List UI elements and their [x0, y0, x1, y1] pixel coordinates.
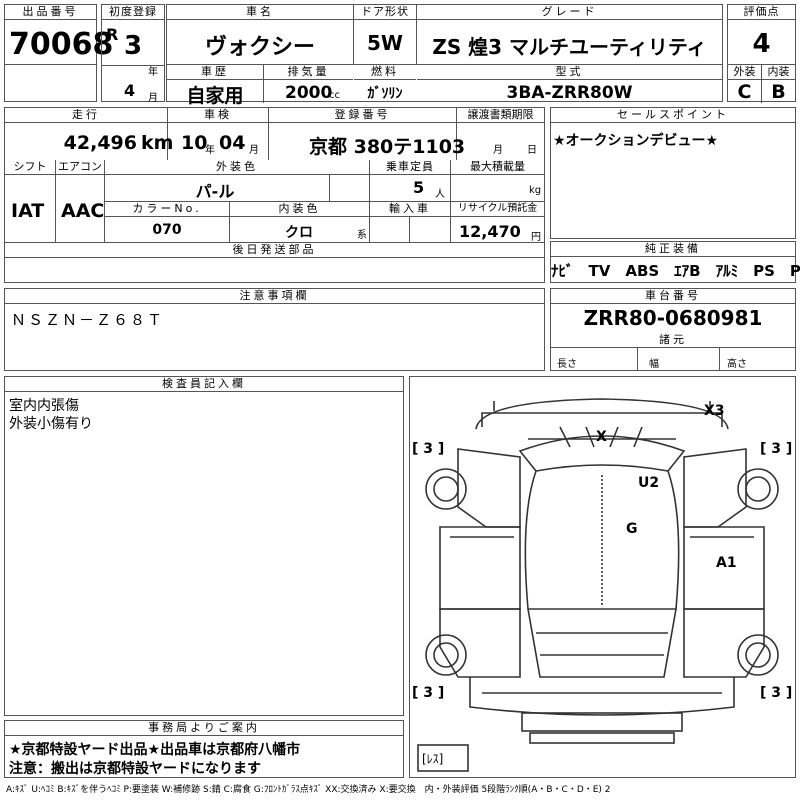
exterior-label: 外装 — [728, 65, 761, 80]
ac-label: エアコン — [56, 160, 104, 175]
interior-color: クロ — [285, 225, 313, 241]
grade: ZS 煌3 マルチユーティリティ — [432, 35, 707, 59]
damage-mark-x3: X3 — [704, 403, 725, 419]
first-registration-box: 初度登録 R 3 年 4 月 — [101, 4, 165, 104]
damage-mark-x: X — [596, 429, 607, 445]
notes-label: 注意事項欄 — [5, 289, 544, 304]
recycle-fee: 12,470 — [459, 222, 521, 241]
model-code: 3BA-ZRR80W — [506, 83, 633, 103]
capacity: 5 — [413, 178, 425, 197]
air-conditioner: AAC — [61, 200, 105, 222]
notes-box: 注意事項欄 ＮＳＺＮ－Ｚ６８Ｔ — [4, 288, 545, 371]
max-load-label: 最大積載量 — [451, 160, 544, 175]
damage-mark-g: G — [626, 521, 638, 537]
interior-color-label: 内装色 — [230, 202, 369, 217]
tire-rear-right: [ 3 ] — [760, 685, 792, 701]
color-number-label: カラーNo. — [105, 202, 229, 217]
tire-front-right: [ 3 ] — [760, 441, 792, 457]
color-number: 070 — [152, 222, 182, 238]
lot-number: 70068 — [9, 27, 114, 62]
width-label: 幅 — [649, 359, 659, 370]
exterior-color-label: 外装色 — [105, 160, 369, 175]
office-notice-label: 事務局よりご案内 — [5, 721, 403, 736]
shift-label: シフト — [5, 160, 55, 175]
score-label: 評価点 — [728, 5, 795, 20]
equipment-label: 純正装備 — [551, 242, 795, 257]
inspector-label: 検査員記入欄 — [5, 377, 403, 392]
transfer-deadline-label: 譲渡書類期限 — [457, 108, 544, 123]
sales-point-label: セールスポイント — [551, 108, 795, 123]
office-notice-box: 事務局よりご案内 ★京都特設ヤード出品★出品車は京都府八幡市 注意：搬出は京都特… — [4, 720, 404, 778]
exterior-color: パ-ル — [195, 182, 235, 201]
lot-number-box: 出品番号 70068 — [4, 4, 113, 102]
history-label: 車歴 — [167, 65, 263, 80]
mileage: 42,496 — [63, 132, 137, 154]
fuel-label: 燃料 — [354, 65, 416, 80]
displacement: 2000 — [285, 83, 333, 103]
inspector-line-1: 室内内張傷 — [9, 398, 79, 414]
interior-label: 内装 — [762, 65, 795, 80]
damage-mark-a1: A1 — [716, 555, 737, 571]
chassis-number: ZRR80-0680981 — [583, 306, 763, 330]
shift: IAT — [11, 200, 45, 222]
details-box: 走行 車検 登録番号 譲渡書類期限 42,496 km 10 年 04 月 京都… — [4, 107, 545, 283]
mileage-label: 走行 — [5, 108, 167, 123]
score: 4 — [752, 29, 771, 59]
car-name-label: 車名 — [167, 5, 353, 20]
registration-year: 3 — [124, 31, 143, 61]
chassis-label: 車台番号 — [551, 289, 795, 304]
model-label: 型式 — [417, 65, 722, 80]
equipment-list: ﾅﾋﾞ TV ABS ｴｱB ｱﾙﾐ PS PW — [551, 262, 800, 280]
sales-point-text: ★オークションデビュー★ — [553, 133, 719, 149]
door-type: 5W — [367, 31, 403, 55]
car-diagram: [ 3 ] [ 3 ] [ 3 ] [ 3 ] X3 X U2 G A1 [ﾚｽ… — [412, 398, 792, 772]
chassis-box: 車台番号 ZRR80-0680981 諸元 長さ 幅 高さ — [550, 288, 796, 371]
car-diagram-box: [ 3 ] [ 3 ] [ 3 ] [ 3 ] X3 X U2 G A1 [ﾚｽ… — [409, 376, 796, 778]
notes-text: ＮＳＺＮ－Ｚ６８Ｔ — [11, 311, 165, 329]
recycle-label: リサイクル預託金 — [451, 202, 544, 217]
vehicle-info-box: 車名 ドア形状 グレード ヴォクシー 5W ZS 煌3 マルチユーティリティ 車… — [166, 4, 723, 107]
grade-label: グレード — [417, 5, 722, 20]
interior-grade: B — [771, 81, 786, 103]
spec-label: 諸元 — [551, 333, 795, 348]
height-label: 高さ — [727, 359, 747, 370]
tire-rear-left: [ 3 ] — [412, 685, 444, 701]
door-label: ドア形状 — [354, 5, 416, 20]
legend: A:ｷｽﾞ U:ﾍｺﾐ B:ｷｽﾞを伴うﾍｺﾐ P:要塗装 W:補修跡 S:錆 … — [6, 785, 611, 795]
first-registration-label: 初度登録 — [102, 5, 164, 20]
inspection-month: 04 — [219, 132, 246, 154]
import-label: 輸入車 — [370, 202, 450, 217]
inspector-line-2: 外装小傷有り — [9, 416, 93, 432]
spare-tire-label: [ﾚｽ] — [422, 752, 443, 766]
equipment-box: 純正装備 ﾅﾋﾞ TV ABS ｴｱB ｱﾙﾐ PS PW — [550, 241, 800, 283]
plate-label: 登録番号 — [269, 108, 456, 123]
damage-mark-u2: U2 — [638, 475, 659, 491]
car-name: ヴォクシー — [204, 35, 315, 60]
office-notice-line-1: ★京都特設ヤード出品★出品車は京都府八幡市 — [9, 742, 301, 758]
lot-number-label: 出品番号 — [5, 5, 96, 20]
era: R — [106, 25, 119, 44]
fuel: ｶﾞｿﾘﾝ — [367, 86, 403, 102]
inspection-year: 10 — [181, 132, 208, 154]
sales-point-box: セールスポイント ★オークションデビュー★ — [550, 107, 796, 239]
inspector-box: 検査員記入欄 室内内張傷 外装小傷有り — [4, 376, 404, 716]
history: 自家用 — [186, 85, 244, 107]
displacement-label: 排気量 — [264, 65, 353, 80]
plate-number: 京都 380テ1103 — [309, 136, 466, 158]
inspection-label: 車検 — [168, 108, 268, 123]
later-parts-label: 後日発送部品 — [5, 243, 544, 258]
office-notice-line-2: 注意：搬出は京都特設ヤードになります — [9, 761, 261, 777]
registration-month: 4 — [124, 81, 136, 100]
tire-front-left: [ 3 ] — [412, 441, 444, 457]
length-label: 長さ — [557, 359, 577, 370]
exterior-grade: C — [737, 81, 752, 103]
capacity-label: 乗車定員 — [370, 160, 450, 175]
score-box: 評価点 4 外装 内装 C B — [727, 4, 796, 103]
